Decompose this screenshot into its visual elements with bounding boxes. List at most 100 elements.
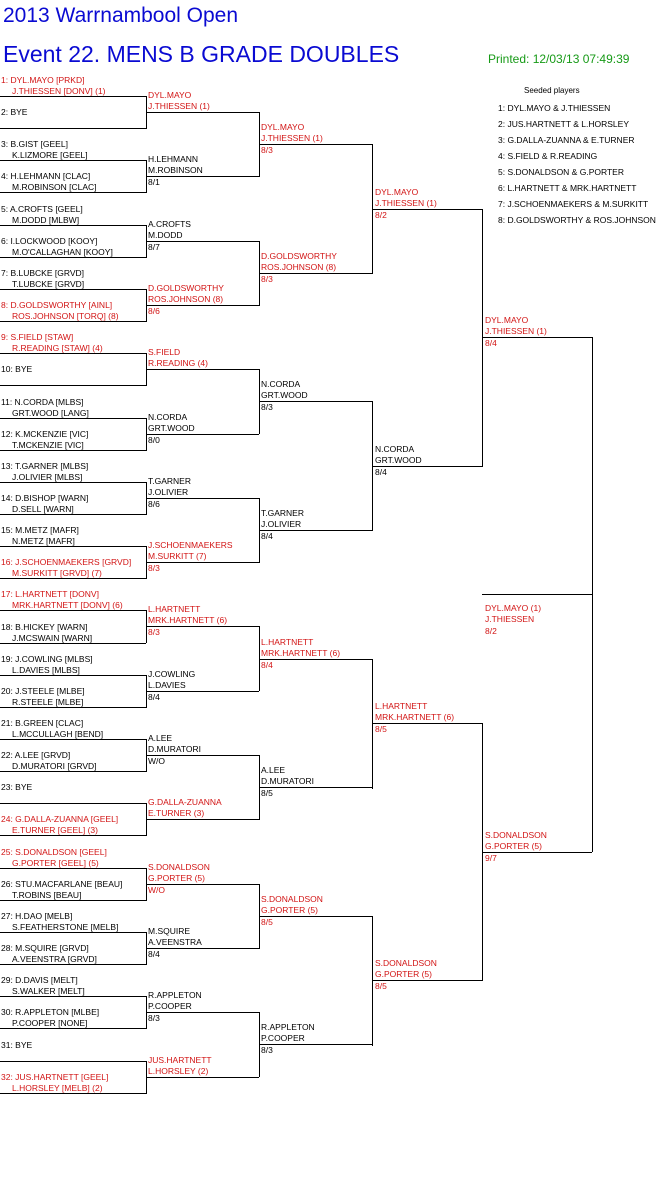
draw-entry-player-a: 13: T.GARNER [MLBS] — [1, 460, 89, 471]
draw-entry-player-a: 6: I.LOCKWOOD [KOOY] — [1, 235, 98, 246]
draw-entry-player-b: L.HORSLEY [MELB] (2) — [12, 1082, 103, 1093]
draw-entry-player-b: A.VEENSTRA [GRVD] — [12, 954, 97, 965]
draw-entry-player-a: 28: M.SQUIRE [GRVD] — [1, 943, 89, 954]
match-score: 8/6 — [148, 305, 160, 316]
bracket-line — [146, 434, 259, 435]
winner-player-b: MRK.HARTNETT (6) — [261, 647, 341, 658]
draw-entry-player-a: 30: R.APPLETON [MLBE] — [1, 1007, 100, 1018]
match-score: W/O — [148, 884, 165, 895]
winner-player-a: N.CORDA — [261, 379, 301, 390]
draw-entry-player-a: 22: A.LEE [GRVD] — [1, 750, 71, 761]
match-score: 8/3 — [148, 627, 160, 638]
draw-entry-player-a: 23: BYE — [1, 782, 33, 793]
bracket-line — [146, 305, 259, 306]
bracket-line — [0, 900, 146, 901]
bracket-line — [482, 337, 592, 338]
winner-player-a: T.GARNER — [148, 475, 191, 486]
bracket-line — [146, 884, 259, 885]
bracket-line — [0, 321, 146, 322]
winner-player-a: M.SQUIRE — [148, 925, 191, 936]
match-score: 8/2 — [375, 209, 387, 220]
winner-player-b: G.PORTER (5) — [261, 904, 318, 915]
draw-entry-player-a: 24: G.DALLA-ZUANNA [GEEL] — [1, 814, 119, 825]
winner-player-b: J.THIESSEN (1) — [485, 326, 547, 337]
draw-entry-player-a: 18: B.HICKEY [WARN] — [1, 621, 88, 632]
winner-player-a: L.HARTNETT — [261, 636, 314, 647]
draw-entry-player-b: L.MCCULLAGH [BEND] — [12, 729, 104, 739]
draw-entry-player-a: 2: BYE — [1, 107, 28, 118]
winner-player-a: G.DALLA-ZUANNA — [148, 797, 222, 808]
winner-player-a: T.GARNER — [261, 508, 304, 519]
match-score: 8/4 — [261, 531, 273, 542]
winner-player-a: S.DONALDSON — [485, 829, 547, 840]
bracket-line — [259, 1044, 372, 1045]
winner-player-b: G.PORTER (5) — [375, 969, 432, 980]
draw-entry-player-b: T.MCKENZIE [VIC] — [12, 439, 84, 450]
draw-entry-player-a: 14: D.BISHOP [WARN] — [1, 492, 89, 503]
winner-player-a: D.GOLDSWORTHY — [261, 250, 337, 261]
bracket-line — [146, 112, 259, 113]
draw-entry-player-b: E.TURNER [GEEL] (3) — [12, 825, 98, 836]
match-score: 8/3 — [148, 563, 160, 574]
draw-entry-player-b: K.LIZMORE [GEEL] — [12, 150, 88, 161]
winner-player-b: GRT.WOOD — [261, 390, 308, 401]
bracket-line — [0, 771, 146, 772]
bracket-line — [0, 225, 146, 226]
draw-entry-player-b: N.METZ [MAFR] — [12, 536, 75, 547]
match-score: 8/3 — [261, 1045, 273, 1056]
bracket-line — [482, 852, 592, 853]
bracket-line — [0, 482, 146, 483]
match-score: 8/4 — [375, 466, 387, 477]
bracket-line — [146, 1077, 259, 1078]
draw-entry-player-a: 10: BYE — [1, 364, 33, 375]
match-score: 9/7 — [485, 852, 497, 863]
bracket-line — [372, 659, 373, 789]
draw-entry-player-a: 27: H.DAO [MELB] — [1, 910, 73, 921]
winner-player-a: R.APPLETON — [148, 990, 202, 1001]
draw-entry-player-b: T.LUBCKE [GRVD] — [12, 278, 85, 289]
draw-entry-player-a: 26: STU.MACFARLANE [BEAU] — [1, 878, 123, 889]
match-score: 8/0 — [148, 434, 160, 445]
bracket-line — [0, 353, 146, 354]
winner-player-a: S.DONALDSON — [375, 958, 437, 969]
bracket-line — [146, 691, 259, 692]
draw-entry-player-a: 12: K.MCKENZIE [VIC] — [1, 428, 89, 439]
draw-entry-player-b: J.THIESSEN [DONV] (1) — [12, 86, 106, 96]
seeded-player-entry: 3: G.DALLA-ZUANNA & E.TURNER — [498, 135, 635, 145]
winner-player-a: S.DONALDSON — [261, 893, 323, 904]
draw-entry-player-b: D.MURATORI [GRVD] — [12, 761, 97, 772]
match-score: W/O — [148, 756, 165, 767]
winner-player-a: A.LEE — [261, 765, 286, 776]
bracket-line — [592, 337, 593, 852]
draw-entry-player-a: 29: D.DAVIS [MELT] — [1, 975, 78, 986]
bracket-line — [259, 530, 372, 531]
bracket-line — [146, 755, 259, 756]
winner-player-a: DYL.MAYO (1) — [485, 603, 542, 614]
bracket-line — [146, 176, 259, 177]
winner-player-b: MRK.HARTNETT (6) — [148, 615, 228, 626]
winner-player-a: A.LEE — [148, 733, 173, 744]
match-score: 8/4 — [485, 338, 497, 349]
bracket-line — [482, 594, 592, 595]
bracket-line — [0, 610, 146, 611]
bracket-line — [259, 659, 372, 660]
seeded-player-entry: 6: L.HARTNETT & MRK.HARTNETT — [498, 183, 637, 193]
winner-player-b: M.ROBINSON — [148, 165, 203, 176]
match-score: 8/3 — [261, 402, 273, 413]
bracket-line — [0, 996, 146, 997]
draw-entry-player-a: 19: J.COWLING [MLBS] — [1, 653, 93, 664]
draw-entry-player-b: T.ROBINS [BEAU] — [12, 889, 82, 900]
bracket-line — [0, 514, 146, 515]
bracket-line — [259, 626, 260, 691]
winner-player-b: ROS.JOHNSON (8) — [261, 261, 337, 272]
bracket-line — [0, 96, 146, 97]
winner-player-b: J.OLIVIER — [148, 486, 189, 497]
seeded-player-entry: 5: S.DONALDSON & G.PORTER — [498, 167, 624, 177]
draw-entry-player-a: 3: B.GIST [GEEL] — [1, 139, 68, 150]
bracket-line — [0, 578, 146, 579]
winner-player-a: S.DONALDSON — [148, 861, 210, 872]
bracket-line — [0, 128, 146, 129]
winner-player-a: DYL.MAYO — [485, 315, 529, 326]
winner-player-b: R.READING (4) — [148, 358, 208, 369]
winner-player-b: MRK.HARTNETT (6) — [375, 711, 455, 722]
